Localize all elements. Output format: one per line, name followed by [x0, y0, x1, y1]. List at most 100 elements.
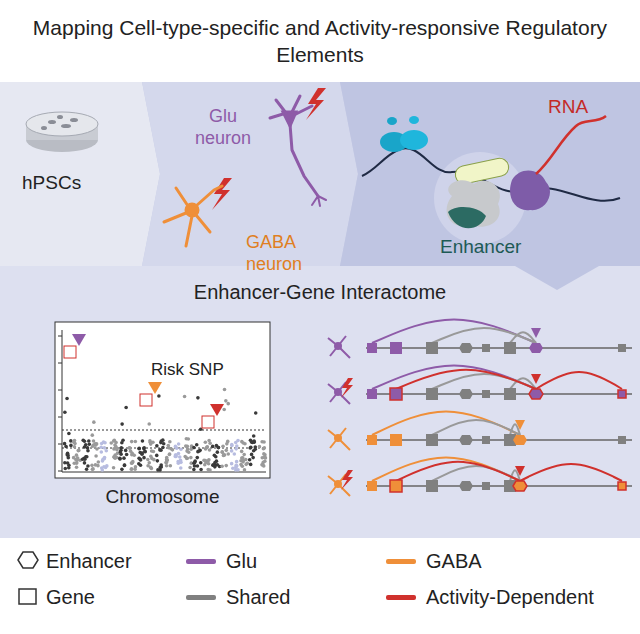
snp-dot	[128, 446, 132, 450]
snp-dot	[130, 467, 134, 471]
snp-dot	[95, 447, 99, 451]
axis-tick	[58, 417, 62, 418]
snp-dot	[65, 397, 69, 401]
snp-dot	[112, 466, 116, 470]
chromatin-part	[387, 117, 397, 125]
snp-dot	[178, 455, 182, 459]
gene-box	[390, 342, 402, 354]
legend-shapes-part	[19, 589, 36, 604]
snp-dot	[83, 461, 87, 465]
snp-dot	[196, 450, 200, 454]
snp-dot	[97, 460, 101, 464]
petri-dish-part	[26, 112, 98, 136]
enhancer-marker	[515, 420, 525, 430]
snp-dot	[254, 411, 258, 415]
snp-dot	[63, 467, 67, 471]
snp-dot	[156, 468, 160, 472]
snp-dot	[264, 456, 268, 460]
gene-box	[426, 342, 438, 354]
snp-dot	[123, 463, 127, 467]
gene-box	[367, 389, 377, 399]
gene-box	[482, 436, 490, 444]
manhattan-plot-part	[62, 330, 63, 472]
snp-dot	[113, 439, 117, 443]
snp-dot	[251, 456, 255, 460]
snp-dot	[91, 468, 95, 472]
gene-box	[426, 434, 438, 446]
interaction-arc	[396, 370, 536, 389]
glu-neuron-part	[270, 96, 318, 196]
snp-dot	[118, 450, 122, 454]
snp-dot	[63, 410, 67, 414]
snp-dot	[260, 463, 264, 467]
snp-dot	[248, 446, 252, 450]
gene-box	[367, 481, 377, 491]
manhattan-plot-part	[62, 430, 266, 431]
snp-dot	[192, 461, 196, 465]
axis-tick	[58, 444, 62, 445]
snp-dot	[91, 467, 95, 471]
snp-dot	[207, 439, 211, 443]
snp-dot	[94, 454, 98, 458]
gene-box	[618, 344, 626, 352]
snp-dot	[118, 457, 122, 461]
risk-snp-flag	[72, 334, 86, 346]
snp-dot	[92, 420, 96, 424]
snp-dot	[221, 445, 225, 449]
enhancer-hexagon	[459, 435, 473, 445]
interaction-arc	[432, 374, 536, 389]
plot-box: Risk SNPChromosome	[55, 322, 270, 478]
snp-dot	[86, 464, 90, 468]
snp-dot	[105, 449, 109, 453]
interactome-tracks	[328, 320, 632, 496]
snp-dot	[217, 446, 221, 450]
snp-dot	[226, 402, 230, 406]
top-band	[0, 82, 640, 266]
track-line	[366, 393, 632, 395]
axis-tick	[58, 390, 62, 391]
snp-dot	[102, 457, 106, 461]
snp-dot	[171, 448, 175, 452]
top-band-part	[340, 82, 640, 266]
interaction-arc	[432, 328, 536, 343]
enhancer-hexagon	[529, 389, 543, 399]
snp-dot	[81, 438, 85, 442]
legend-label: Glu	[226, 549, 257, 573]
neuron-icon	[328, 428, 350, 450]
enhancer-marker	[515, 466, 525, 476]
axis-tick	[58, 363, 62, 364]
snp-dot	[168, 453, 172, 457]
snp-dot	[185, 437, 189, 441]
snp-dot	[207, 462, 211, 466]
gene-box	[504, 342, 516, 354]
snp-dot	[147, 422, 151, 426]
top-band-part	[0, 82, 160, 266]
interaction-arc	[372, 320, 536, 343]
snp-dot	[230, 449, 234, 453]
interaction-arc	[432, 420, 520, 435]
lightning-bolt	[341, 378, 353, 398]
snp-dot	[87, 442, 91, 446]
snp-dot	[76, 449, 80, 453]
snp-dot	[250, 453, 254, 457]
snp-dot	[99, 446, 103, 450]
snp-dot	[216, 450, 220, 454]
snp-dot	[240, 450, 244, 454]
legend-label: Gene	[46, 585, 95, 609]
snp-dot	[244, 463, 248, 467]
snp-dot	[193, 461, 197, 465]
snp-dot	[226, 452, 230, 456]
chromatin	[362, 116, 620, 244]
cell-label: Glu neuron	[190, 106, 256, 149]
panel-heading: Enhancer-Gene Interactome	[0, 280, 640, 304]
snp-dot	[208, 468, 212, 472]
snp-dot	[142, 456, 146, 460]
risk-snp-box	[140, 394, 152, 406]
snp-dot	[230, 443, 234, 447]
snp-dot	[125, 453, 129, 457]
snp-dot	[139, 463, 143, 467]
gene-box	[482, 390, 490, 398]
snp-dot	[208, 448, 212, 452]
snp-dot	[179, 459, 183, 463]
